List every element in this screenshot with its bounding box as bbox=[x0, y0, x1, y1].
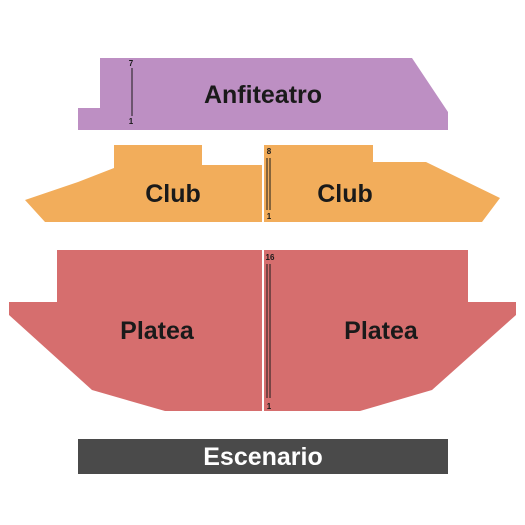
anfiteatro-shape[interactable] bbox=[78, 58, 448, 130]
club-row-top: 8 bbox=[267, 147, 272, 156]
club-row-indicator: 8 1 bbox=[266, 147, 272, 221]
club-left-label: Club bbox=[145, 180, 201, 208]
anfiteatro-label: Anfiteatro bbox=[204, 81, 322, 109]
stage-shape bbox=[78, 439, 448, 474]
platea-right-label: Platea bbox=[344, 317, 419, 345]
section-club-left[interactable]: Club bbox=[25, 145, 262, 222]
club-row-bottom: 1 bbox=[267, 212, 272, 221]
anfiteatro-row-bottom: 1 bbox=[129, 117, 134, 126]
section-platea-left[interactable]: Platea bbox=[9, 250, 262, 411]
platea-left-label: Platea bbox=[120, 317, 195, 345]
section-anfiteatro[interactable]: Anfiteatro 7 1 bbox=[78, 58, 448, 130]
platea-row-top: 16 bbox=[266, 253, 275, 262]
section-platea-right[interactable]: Platea bbox=[264, 250, 516, 411]
stage-label: Escenario bbox=[203, 443, 323, 471]
club-right-shape[interactable] bbox=[264, 145, 500, 222]
stage: Escenario bbox=[78, 439, 448, 474]
platea-row-bottom: 1 bbox=[267, 402, 272, 411]
club-left-shape[interactable] bbox=[25, 145, 262, 222]
platea-left-shape[interactable] bbox=[9, 250, 262, 411]
club-right-label: Club bbox=[317, 180, 373, 208]
section-club-right[interactable]: Club bbox=[264, 145, 500, 222]
platea-row-indicator: 16 1 bbox=[266, 253, 275, 411]
platea-right-shape[interactable] bbox=[264, 250, 516, 411]
anfiteatro-row-top: 7 bbox=[129, 59, 134, 68]
